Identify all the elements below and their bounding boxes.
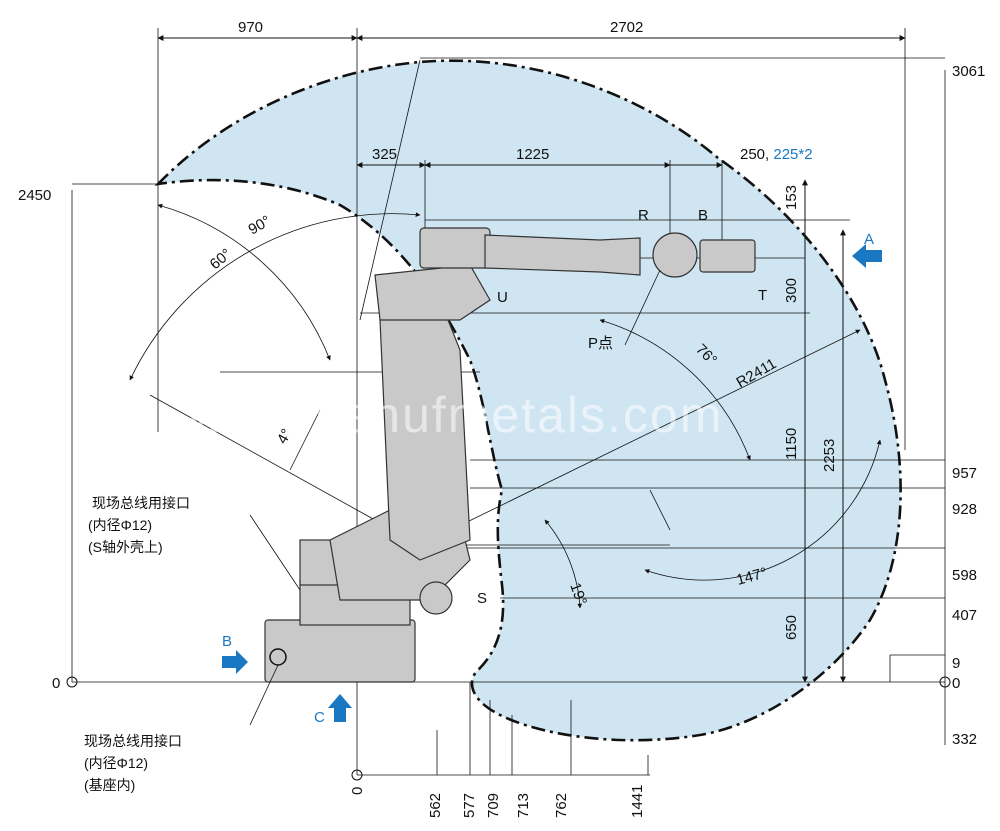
dim-3061: 3061 — [952, 63, 985, 80]
axis-b: B — [698, 207, 708, 224]
view-b-arrow: B — [222, 633, 248, 674]
dim-153: 153 — [783, 185, 800, 210]
origin-x-label: 0 — [52, 675, 60, 692]
note-shell-line1: 现场总线用接口 — [92, 495, 190, 511]
svg-text:A: A — [864, 231, 874, 248]
watermark: www.senufmetals.com — [187, 387, 723, 443]
dim-2253: 2253 — [821, 439, 838, 472]
note-shell-line3: (S轴外壳上) — [88, 539, 163, 555]
angle-60: 60° — [207, 245, 235, 273]
angle-90: 90° — [246, 212, 274, 238]
robot-arm — [264, 227, 756, 683]
dim-970: 970 — [238, 19, 263, 36]
note-base-line1: 现场总线用接口 — [84, 733, 182, 749]
dim-0-right: 0 — [952, 675, 960, 692]
dim-2702: 2702 — [610, 19, 643, 36]
svg-text:B: B — [222, 633, 232, 650]
dim-1150: 1150 — [783, 428, 800, 460]
angle-19: 19° — [566, 581, 590, 608]
dim-1225: 1225 — [516, 146, 549, 163]
dim-928: 928 — [952, 501, 977, 518]
view-a-arrow: A — [852, 231, 882, 268]
dim-1441: 1441 — [629, 785, 646, 818]
dim-562: 562 — [427, 793, 444, 818]
dim-713: 713 — [515, 793, 532, 818]
dim-650: 650 — [783, 615, 800, 640]
dim-407: 407 — [952, 607, 977, 624]
dim-325: 325 — [372, 146, 397, 163]
dim-957: 957 — [952, 465, 977, 482]
dim-2450: 2450 — [18, 187, 51, 204]
dim-9: 9 — [952, 655, 960, 672]
dim-762: 762 — [553, 793, 570, 818]
dim-598: 598 — [952, 567, 977, 584]
dim-709: 709 — [485, 793, 502, 818]
note-base-line3: (基座内) — [84, 777, 135, 793]
p-point-label: P点 — [588, 335, 613, 352]
view-c-arrow: C — [314, 694, 352, 726]
note-shell-line2: (内径Φ12) — [88, 517, 152, 533]
axis-t: T — [758, 287, 767, 304]
dim-wrist: 250, 225*2 — [740, 146, 813, 163]
origin-y-label: 0 — [349, 787, 366, 795]
axis-s: S — [477, 590, 487, 607]
dim-577: 577 — [461, 793, 478, 818]
dim-300: 300 — [783, 278, 800, 303]
svg-text:C: C — [314, 709, 325, 726]
note-base-line2: (内径Φ12) — [84, 755, 148, 771]
axis-r: R — [638, 207, 649, 224]
dim-332: 332 — [952, 731, 977, 748]
axis-u: U — [497, 289, 508, 306]
